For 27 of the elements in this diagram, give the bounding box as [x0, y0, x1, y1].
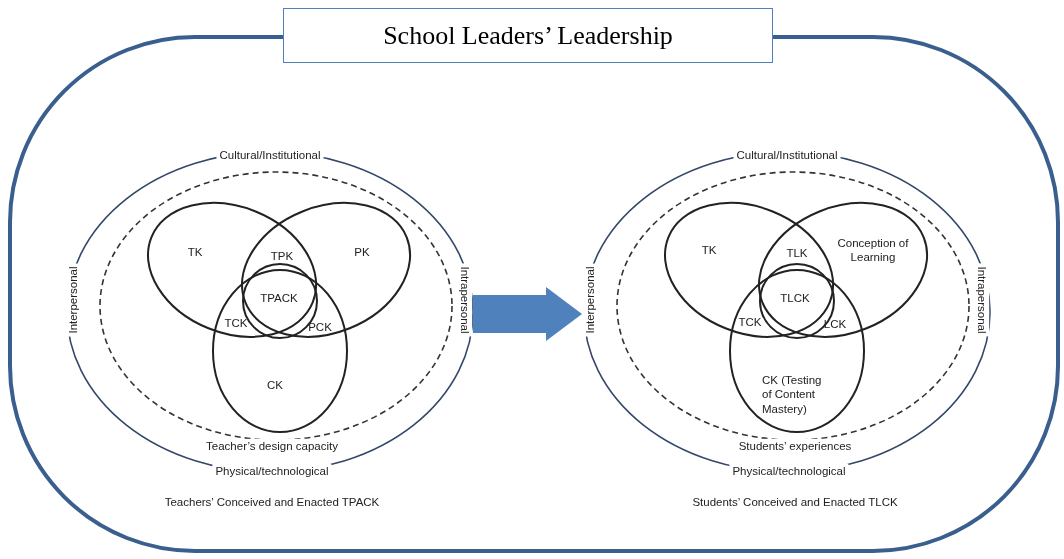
node-label: TPACK — [260, 290, 298, 306]
context-label: Physical/technological — [212, 463, 332, 479]
block-arrow — [473, 287, 582, 341]
node-label: PK — [354, 244, 370, 260]
overlap-label: PCK — [308, 321, 332, 333]
context-label: Interpersonal — [65, 263, 81, 337]
overlap-label: LCK — [823, 318, 847, 330]
caption: Teachers’ Conceived and Enacted TPACK — [164, 496, 380, 508]
caption: Students’ Conceived and Enacted TLCK — [692, 496, 898, 508]
node-label: CK — [267, 377, 283, 393]
node-label: CK (Testing of Content Mastery) — [762, 373, 823, 417]
node-label: TK — [701, 242, 717, 258]
overlap-label: TPK — [270, 250, 294, 262]
node-label: Conception of Learning — [836, 235, 910, 265]
overlap-label: TCK — [224, 317, 248, 329]
node-label: TK — [187, 244, 203, 260]
context-label: Interpersonal — [582, 263, 598, 337]
overlap-label: TLK — [786, 247, 808, 259]
context-label: Physical/technological — [729, 463, 849, 479]
title: School Leaders’ Leadership — [283, 8, 773, 63]
node-label: Teacher’s design capacity — [203, 438, 341, 454]
overlap-label: TCK — [738, 316, 762, 328]
context-label: Intrapersonal — [974, 263, 990, 337]
node-label: TLCK — [780, 290, 810, 306]
context-label: Intrapersonal — [457, 263, 473, 337]
venn-ellipse — [213, 270, 347, 432]
venn-ellipse — [730, 270, 864, 432]
